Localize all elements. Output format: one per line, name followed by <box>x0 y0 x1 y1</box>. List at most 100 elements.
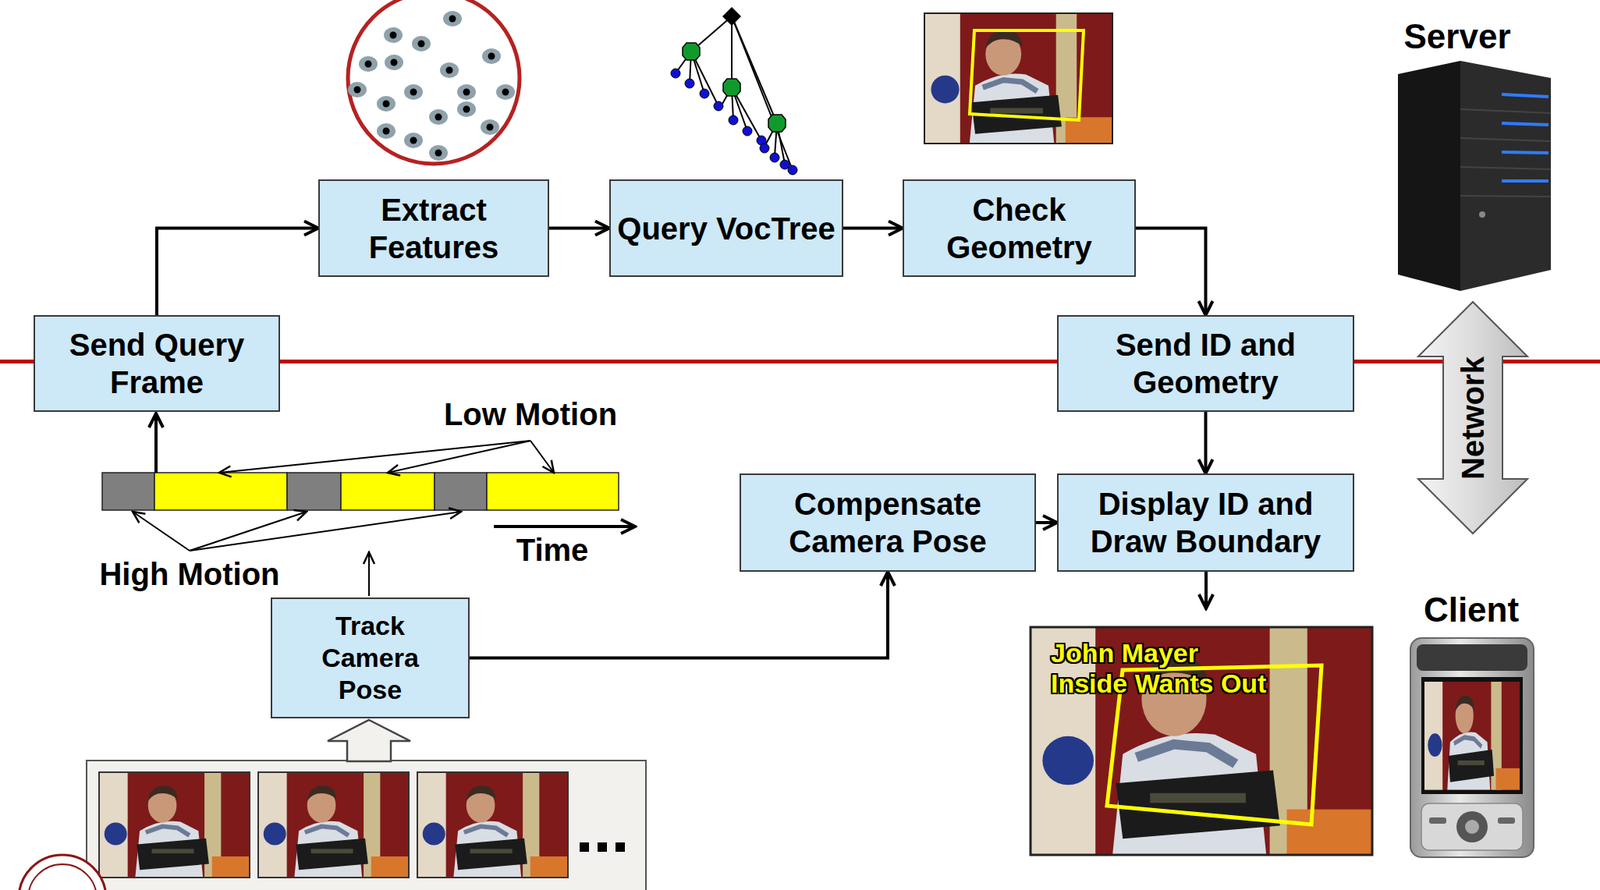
process-box: Query VocTree <box>609 179 844 277</box>
vocabulary-tree <box>723 78 741 96</box>
feature-points <box>390 31 398 40</box>
vocabulary-tree <box>713 101 724 111</box>
vocabulary-tree <box>670 7 798 175</box>
feature-points <box>463 88 471 96</box>
vocabulary-tree <box>682 42 700 61</box>
feature-points <box>376 123 396 139</box>
box-label: Query VocTree <box>617 209 835 248</box>
annotation-label: Low Motion <box>443 396 618 433</box>
vocabulary-tree <box>722 7 742 26</box>
server-icon <box>1460 60 1551 291</box>
server-icon <box>1479 211 1486 218</box>
result-image <box>1030 627 1373 855</box>
flow-arrow <box>843 227 903 231</box>
vocabulary-tree <box>699 88 710 99</box>
phone-icon <box>1416 644 1528 671</box>
process-box: Extract Features <box>318 179 550 277</box>
matched-thumbnail <box>924 13 1113 144</box>
feature-points <box>457 84 476 100</box>
annotation-label: Server <box>1403 17 1511 57</box>
feature-points <box>439 62 459 79</box>
feature-points <box>347 81 367 98</box>
box-label: Compensate Camera Pose <box>741 485 1035 561</box>
vocabulary-tree <box>670 68 681 79</box>
video-frames <box>417 772 568 878</box>
process-box: Send ID and Geometry <box>1057 315 1355 412</box>
motion-timeline <box>486 472 619 511</box>
motion-timeline <box>154 472 288 511</box>
server-icon <box>1460 109 1551 197</box>
server-icon <box>1397 60 1461 291</box>
phone-icon <box>1421 803 1523 851</box>
vocabulary-tree <box>742 126 753 136</box>
server-icon <box>1501 179 1549 183</box>
server-icon <box>1501 94 1549 181</box>
phone-icon <box>1465 819 1480 834</box>
box-label: Track Camera Pose <box>300 610 441 706</box>
motion-timeline <box>132 440 554 551</box>
university-seal <box>28 864 97 890</box>
server-icon <box>1501 123 1549 125</box>
feature-points <box>480 119 500 135</box>
motion-timeline <box>387 440 531 473</box>
vocabulary-tree <box>675 16 793 171</box>
flow-arrow <box>469 571 888 659</box>
phone-icon <box>1456 811 1488 843</box>
phone-icon <box>1410 638 1534 858</box>
feature-points <box>354 15 510 157</box>
motion-timeline <box>340 472 435 511</box>
matched-thumbnail <box>924 13 1113 144</box>
server-icon <box>1460 195 1551 197</box>
server-icon <box>1397 60 1551 291</box>
video-frames <box>86 720 646 890</box>
matched-thumbnail <box>924 13 1113 144</box>
feature-points <box>435 149 443 157</box>
motion-timeline <box>219 440 531 473</box>
overlay-caption: John Mayer Inside Wants Out <box>1050 638 1276 699</box>
feature-points <box>383 127 391 135</box>
feature-points <box>411 35 431 52</box>
server-icon <box>1501 152 1549 153</box>
box-label: Extract Features <box>319 191 548 267</box>
phone-icon <box>1421 677 1523 795</box>
feature-points <box>404 84 423 100</box>
feature-points <box>429 145 448 161</box>
feature-points <box>457 101 476 118</box>
vocabulary-tree <box>769 152 780 163</box>
vocabulary-tree <box>730 16 733 88</box>
flow-arrow <box>156 228 319 316</box>
feature-points <box>383 27 403 43</box>
phone-icon <box>1429 817 1447 824</box>
vocabulary-tree <box>684 78 695 89</box>
feature-points <box>390 59 398 67</box>
feature-points <box>443 10 462 27</box>
video-frames <box>597 842 607 852</box>
motion-timeline <box>434 472 487 511</box>
box-label: Send Query Frame <box>35 326 279 401</box>
feature-points <box>383 100 391 108</box>
video-frames <box>258 772 409 878</box>
process-box: Compensate Camera Pose <box>739 473 1036 572</box>
motion-timeline <box>530 440 554 473</box>
server-icon <box>1460 166 1551 170</box>
vocabulary-tree <box>787 165 798 175</box>
feature-points <box>384 54 404 71</box>
network-arrow <box>1418 301 1528 534</box>
vocabulary-tree <box>731 16 793 171</box>
video-frames <box>86 760 646 890</box>
feature-points <box>446 67 454 75</box>
feature-points <box>502 88 510 96</box>
feature-points <box>347 10 515 161</box>
result-image <box>1204 571 1208 609</box>
phone-icon <box>1497 817 1515 824</box>
motion-timeline <box>189 511 307 551</box>
process-box: Check Geometry <box>902 179 1136 277</box>
feature-points <box>358 56 378 72</box>
vocabulary-tree <box>682 42 786 132</box>
video-frames <box>327 720 411 762</box>
server-icon <box>1460 138 1551 142</box>
motion-timeline <box>132 511 190 551</box>
motion-timeline <box>189 511 462 551</box>
vocabulary-tree <box>759 143 770 153</box>
